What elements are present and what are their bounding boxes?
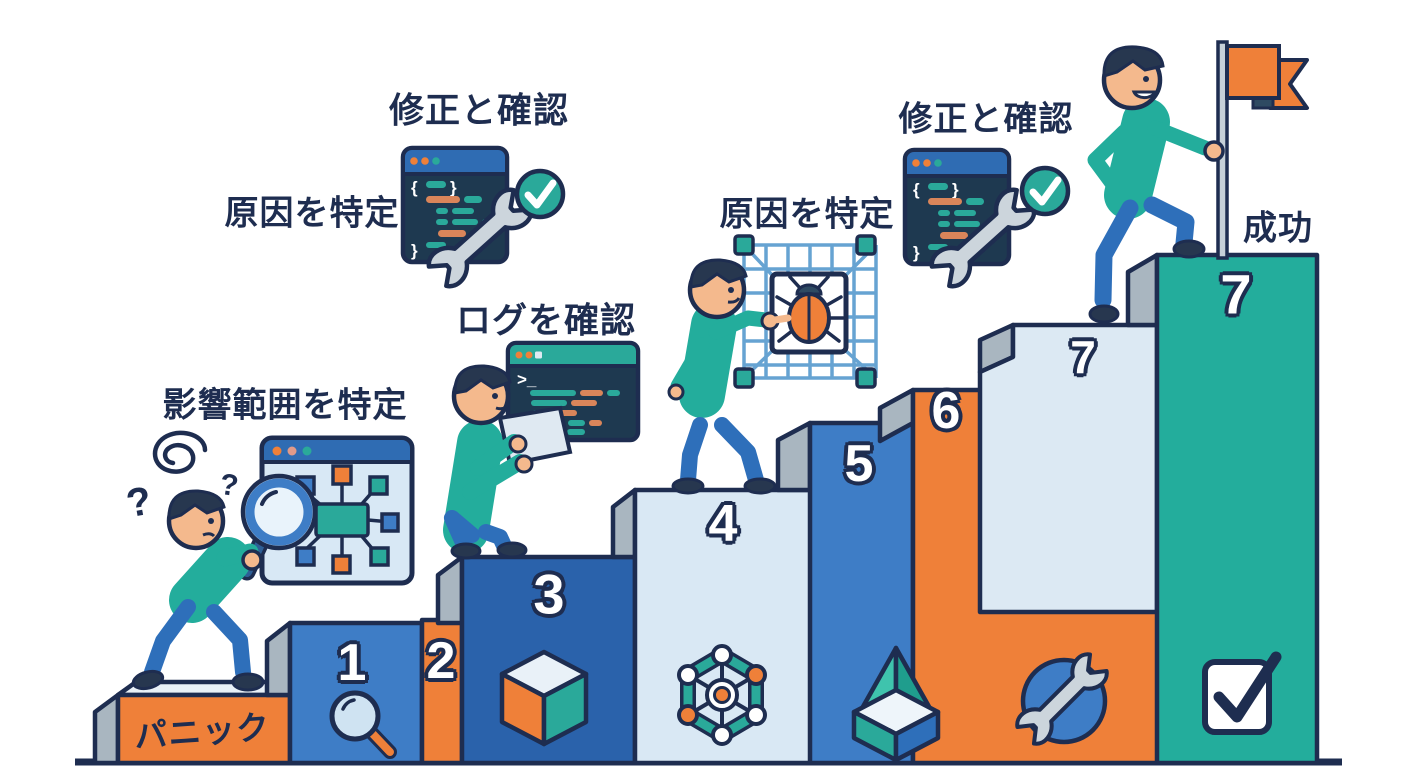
window-dot-icon [912,159,920,167]
terminal-prompt: >_ [517,370,537,389]
character-bug-pointer [667,258,792,495]
label-fix-verify-left: 修正と確認 [388,91,570,131]
flowchart-titlebar [260,436,414,464]
shoe [231,672,265,692]
window-dot-icon [302,446,312,456]
window-dot-icon [410,157,418,165]
pyramid-box-icon [851,645,941,763]
code-brace: } [913,243,920,262]
arm [462,454,528,500]
step-3-bevel [435,554,465,626]
shoe [131,669,165,691]
flowchart-window [259,435,415,586]
grid-lines [742,243,878,380]
wrench-icon [426,187,534,289]
character-log-reader [443,364,573,560]
hair [453,364,512,395]
window-dot-icon [515,351,523,359]
cube-icon [499,649,589,747]
hand [508,434,528,454]
shoe [496,541,528,559]
step-6-number: 6 [931,382,961,440]
step-7-landing-face [977,322,1160,615]
character-panicked [131,430,265,692]
step-1-bevel [264,620,293,698]
shoe [1172,239,1206,259]
step-4-face [632,487,838,766]
magnifier-icon [329,690,397,759]
label-success: 成功 [1243,209,1313,248]
code-brace: } [952,180,959,199]
wrench-icon [929,187,1037,289]
hand [667,383,685,401]
window-dot-icon [525,351,533,359]
hand [514,454,534,474]
hair [1102,45,1165,79]
step-5-number: 5 [844,435,874,493]
shoe [743,477,777,495]
hair [689,258,748,289]
flowchart-center-node [314,502,370,538]
pointing-arm [708,310,774,340]
window-dot-icon [934,159,942,167]
code-brace: } [450,178,457,197]
network-nodes [677,644,767,746]
code-brace: } [411,241,418,260]
torso [169,537,251,623]
confusion-swirl-icon [152,430,208,474]
window-dot-icon [923,159,931,167]
step-1-number: 1 [337,634,367,692]
arm-akimbo [1087,124,1132,191]
label-panic-step: パニック [133,708,272,755]
label-impact-scope: 影響範囲を特定 [162,386,408,425]
shoe [1088,304,1120,324]
network-icon [677,644,767,746]
smile [1131,90,1158,100]
label-check-logs: ログを確認 [455,301,637,341]
arm [1147,120,1213,156]
step-7-landing-number: 7 [1070,331,1096,383]
wrench-circle-icon [1015,652,1109,746]
window-dot-icon [272,446,282,456]
step-5-bevel [775,420,813,493]
magnifier-large-icon [238,473,318,581]
checkbox-icon [1202,651,1282,735]
label-fix-verify-right: 修正と確認 [898,100,1074,139]
step-4-bevel [610,487,638,560]
hair [167,489,226,522]
window-dot-icon [421,157,429,165]
torso [1104,98,1170,219]
bug-grid [733,234,878,389]
label-identify-cause-right: 原因を特定 [719,195,895,234]
window-dot-icon [535,351,542,359]
step-3-number: 3 [533,562,565,626]
check-circle-icon [1019,165,1071,217]
label-identify-cause-left: 原因を特定 [224,194,400,233]
arm [670,337,710,394]
step-7-goal-bevel [1125,252,1160,328]
step-2-number: 2 [426,632,456,690]
shoe [450,542,482,560]
hand [1203,140,1225,162]
grid-handles [733,234,877,389]
code-brace: { [411,178,418,197]
step-7-goal-number: 7 [1220,262,1252,326]
character-success [1087,45,1225,324]
window-dot-icon [287,446,297,456]
step-panic-bevel [92,692,121,766]
hand [241,549,263,571]
check-circle-icon [514,168,566,220]
shoe [671,477,705,495]
arm [470,434,522,476]
code-brace: { [913,180,920,199]
window-dot-icon [432,157,440,165]
step-4-number: 4 [708,495,738,553]
